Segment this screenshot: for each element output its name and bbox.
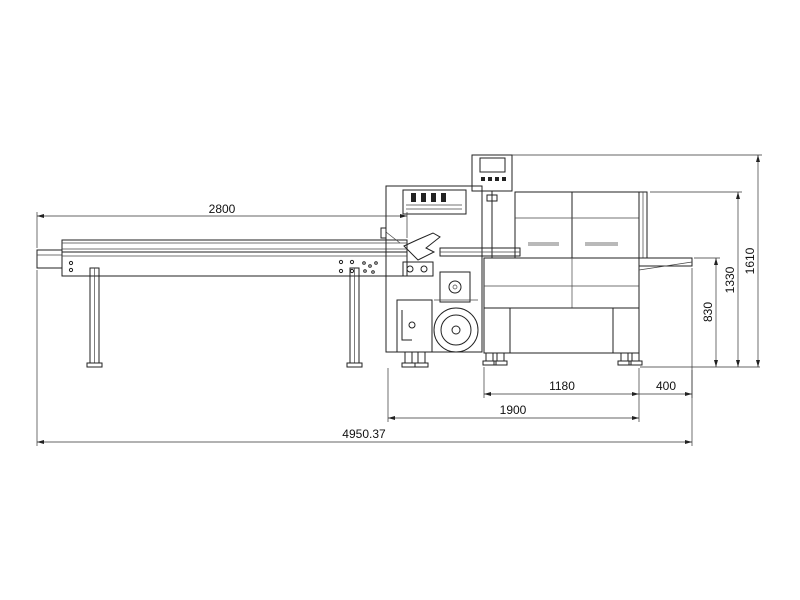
dim-height-worktable: 830 bbox=[701, 302, 715, 322]
dim-height-overall: 1610 bbox=[743, 247, 757, 274]
dim-base-length: 1900 bbox=[500, 403, 527, 417]
dim-total-length: 4950.37 bbox=[342, 427, 386, 441]
dim-body-length: 1180 bbox=[549, 379, 575, 393]
main-machine bbox=[380, 154, 693, 368]
dim-height-top: 1330 bbox=[723, 266, 737, 293]
dim-outfeed-length: 400 bbox=[656, 379, 676, 393]
infeed-conveyor bbox=[36, 239, 408, 368]
dim-conveyor-length: 2800 bbox=[209, 202, 236, 216]
dimension-lines bbox=[36, 154, 762, 446]
